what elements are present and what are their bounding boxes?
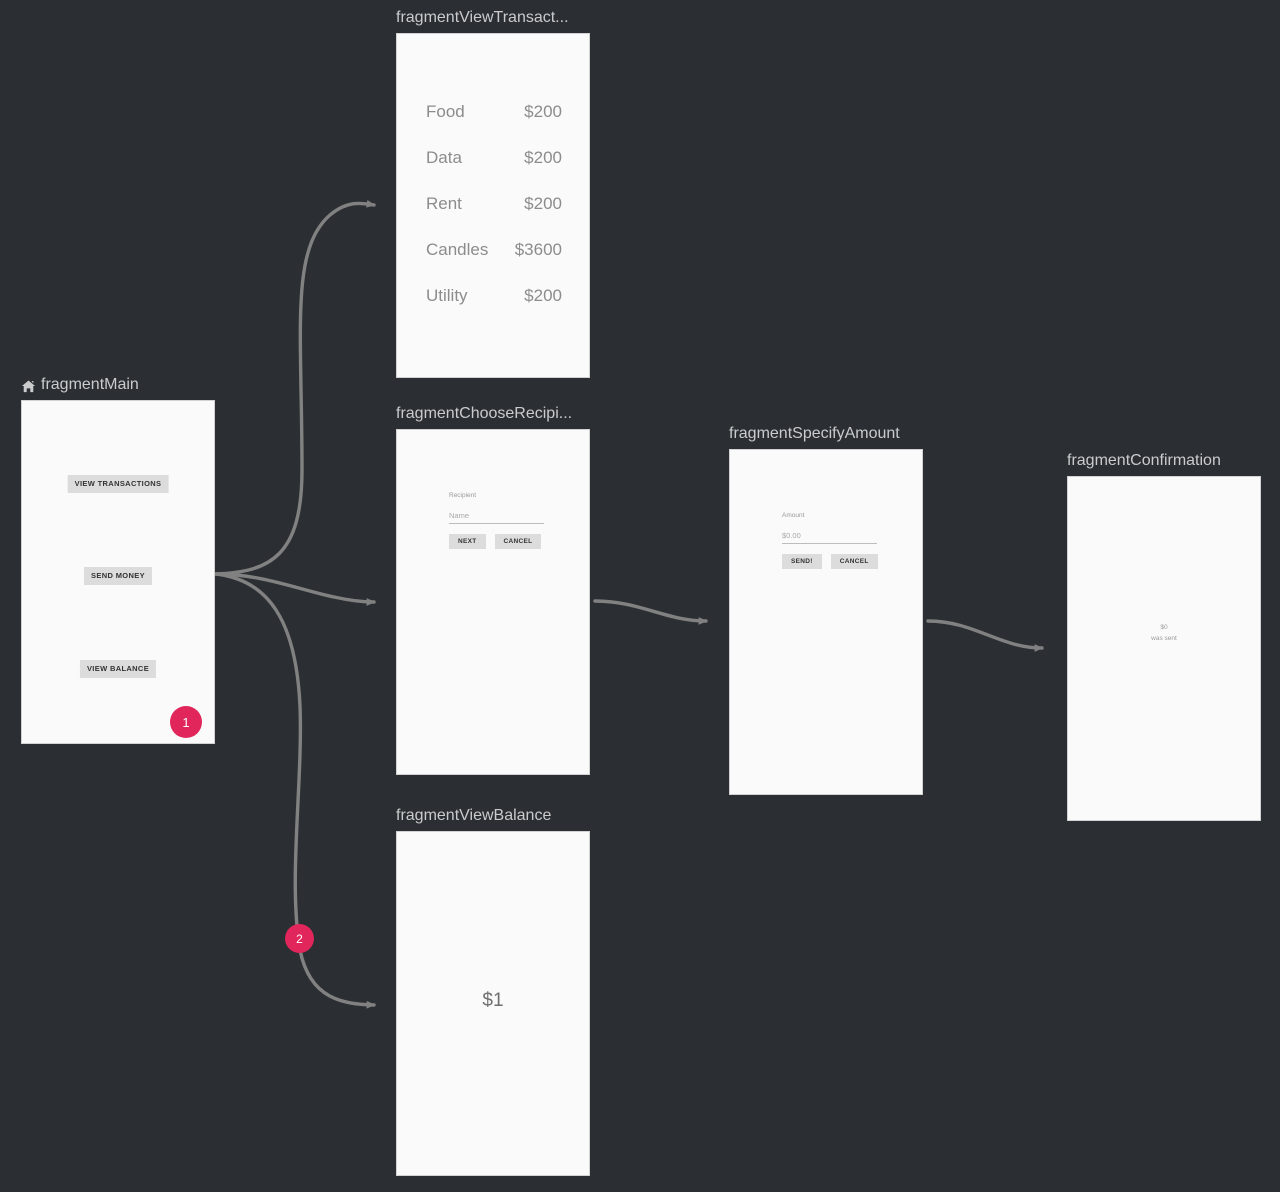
send-money-button[interactable]: SEND MONEY <box>84 567 152 585</box>
node-fragment-main[interactable]: fragmentMain VIEW TRANSACTIONS SEND MONE… <box>21 376 215 744</box>
recipient-form: Recipient Name NEXT CANCEL <box>449 492 552 549</box>
badge-action-count-view-balance[interactable]: 2 <box>285 924 314 953</box>
transaction-name: Rent <box>426 194 462 213</box>
transaction-amount: $200 <box>524 286 562 305</box>
transaction-list: Food $200 Data $200 Rent $200 Candles $3… <box>426 102 562 332</box>
node-label-text: fragmentSpecifyAmount <box>729 425 900 442</box>
cancel-button[interactable]: CANCEL <box>494 534 542 549</box>
transaction-name: Candles <box>426 240 489 259</box>
table-row: Food $200 <box>426 102 562 148</box>
table-row: Rent $200 <box>426 194 562 240</box>
transaction-name: Data <box>426 148 462 167</box>
node-label-specify-amount: fragmentSpecifyAmount <box>729 424 900 444</box>
screen-preview-specify-amount: Amount $0.00 SEND! CANCEL <box>729 449 923 795</box>
screen-preview-view-transactions: Food $200 Data $200 Rent $200 Candles $3… <box>396 33 590 378</box>
view-transactions-button[interactable]: VIEW TRANSACTIONS <box>67 475 169 493</box>
arrow-main-to-view-transactions <box>214 199 376 576</box>
screen-preview-view-balance: $1 <box>396 831 590 1176</box>
next-button[interactable]: NEXT <box>449 534 486 549</box>
table-row: Candles $3600 <box>426 240 562 286</box>
node-fragment-view-transactions[interactable]: fragmentViewTransact... Food $200 Data $… <box>396 9 590 378</box>
node-label-view-balance: fragmentViewBalance <box>396 806 551 826</box>
transaction-amount: $3600 <box>514 240 562 259</box>
arrow-main-to-choose-recipient <box>214 572 376 606</box>
amount-form: Amount $0.00 SEND! CANCEL <box>782 512 885 569</box>
screen-preview-choose-recipient: Recipient Name NEXT CANCEL <box>396 429 590 775</box>
node-label-fragment-main: fragmentMain <box>21 375 139 395</box>
badge-action-count-main[interactable]: 1 <box>170 706 202 738</box>
node-label-choose-recipient: fragmentChooseRecipi... <box>396 404 572 424</box>
transaction-name: Utility <box>426 286 468 305</box>
view-balance-button[interactable]: VIEW BALANCE <box>79 660 157 678</box>
send-button[interactable]: SEND! <box>782 554 822 569</box>
arrow-specify-amount-to-confirmation <box>926 619 1044 652</box>
amount-input[interactable]: $0.00 <box>782 531 877 544</box>
cancel-button[interactable]: CANCEL <box>830 554 878 569</box>
screen-preview-main: VIEW TRANSACTIONS SEND MONEY VIEW BALANC… <box>21 400 215 744</box>
node-fragment-view-balance[interactable]: fragmentViewBalance $1 <box>396 807 590 1176</box>
arrow-choose-recipient-to-specify-amount <box>593 599 708 625</box>
transaction-name: Food <box>426 102 465 121</box>
node-fragment-choose-recipient[interactable]: fragmentChooseRecipi... Recipient Name N… <box>396 405 590 775</box>
transaction-amount: $200 <box>524 102 562 121</box>
amount-form-actions: SEND! CANCEL <box>782 554 885 569</box>
node-label-text: fragmentViewBalance <box>396 807 552 824</box>
confirmation-message: $0 was sent <box>1068 622 1260 644</box>
table-row: Data $200 <box>426 148 562 194</box>
node-fragment-confirmation[interactable]: fragmentConfirmation $0 was sent <box>1067 452 1261 821</box>
node-label-text: fragmentMain <box>41 376 139 393</box>
recipient-name-input[interactable]: Name <box>449 511 544 524</box>
node-fragment-specify-amount[interactable]: fragmentSpecifyAmount Amount $0.00 SEND!… <box>729 425 923 795</box>
recipient-field-label: Recipient <box>449 492 477 499</box>
transaction-amount: $200 <box>524 148 562 167</box>
transaction-amount: $200 <box>524 194 562 213</box>
confirmation-status: was sent <box>1151 635 1177 642</box>
screen-preview-confirmation: $0 was sent <box>1067 476 1261 821</box>
node-label-view-transactions: fragmentViewTransact... <box>396 8 569 28</box>
node-label-text: fragmentChooseRecipi... <box>396 405 573 422</box>
node-label-confirmation: fragmentConfirmation <box>1067 451 1221 471</box>
balance-amount: $1 <box>482 990 504 1011</box>
node-label-text: fragmentConfirmation <box>1067 452 1221 469</box>
table-row: Utility $200 <box>426 286 562 332</box>
home-icon <box>21 379 36 394</box>
amount-field-label: Amount <box>782 512 805 519</box>
confirmation-amount: $0 <box>1160 624 1168 631</box>
recipient-form-actions: NEXT CANCEL <box>449 534 552 549</box>
node-label-text: fragmentViewTransact... <box>396 9 569 26</box>
